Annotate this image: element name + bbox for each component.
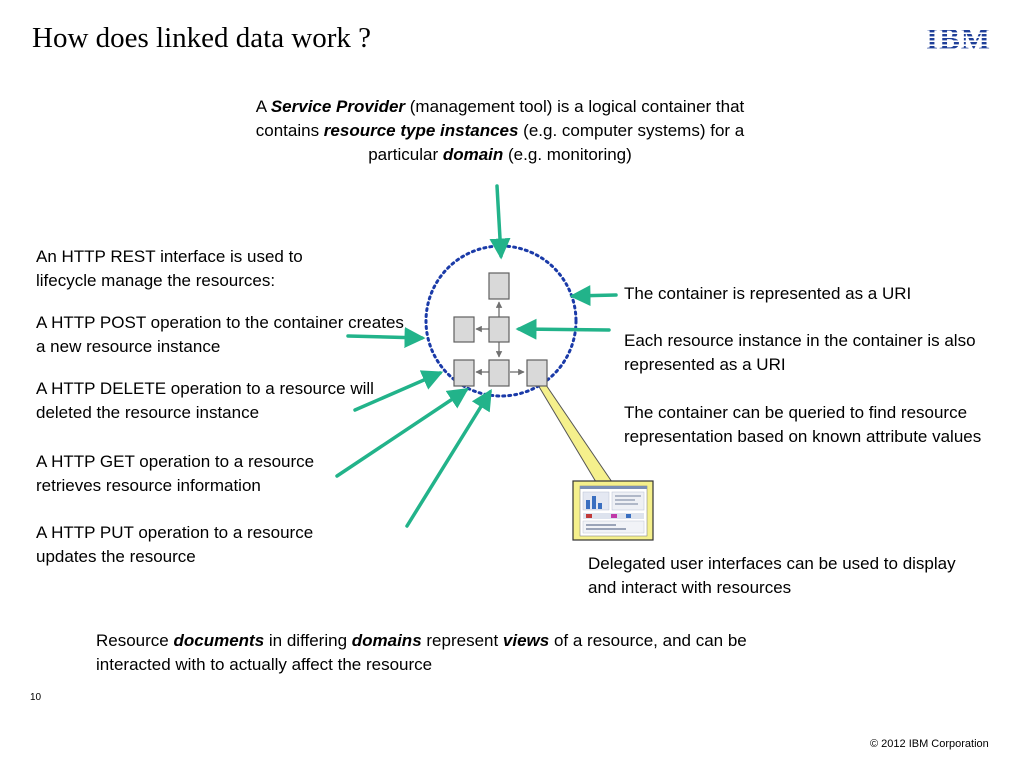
bn-part4: of a resource, and can be interacted wit… [96,631,747,674]
post-arrow [346,327,426,349]
sp-em3: domain [442,145,504,164]
node-connectors [475,301,525,376]
sp-em2: resource type instances [323,121,519,140]
bn-em3: views [502,631,550,650]
bn-part3: represent [421,631,503,650]
delete-arrow [353,370,444,412]
get-arrow [335,388,469,478]
green-arrows [335,184,618,528]
query-note: The container can be queried to find res… [624,403,982,446]
page-number: 10 [30,692,42,703]
instance-uri-note: Each resource instance in the container … [624,331,976,374]
sp-em1: Service Provider [270,97,406,116]
resource-node [526,359,548,387]
resource-node [453,316,475,343]
bn-em2: domains [351,631,422,650]
sp-part1: A [255,97,271,116]
container-uri-note: The container is represented as a URI [624,284,912,303]
sp-part2: (management tool) is a logical container… [255,97,745,140]
sp-part3: (e.g. computer systems) for a particular [368,121,745,164]
resource-documents-note: Resource documents in differing domains … [96,629,776,677]
container-uri-arrow [569,285,618,307]
resource-node [488,359,510,387]
ibm-logo: IBM [926,22,991,54]
post-note: A HTTP POST operation to the container c… [36,313,404,356]
delegated-ui-note: Delegated user interfaces can be used to… [588,554,956,597]
put-arrow [405,389,492,528]
delegated-ui-thumbnail [572,480,654,541]
callout-wedge [537,384,613,483]
service-provider-arrow [489,184,511,260]
slide-title: How does linked data work ? [32,22,372,54]
sp-part4: (e.g. monitoring) [503,145,632,164]
delete-note: A HTTP DELETE operation to a resource wi… [36,379,374,422]
resource-nodes [453,272,548,387]
resource-node [488,316,510,343]
instance-uri-arrow [515,318,611,340]
service-provider-description: A Service Provider (management tool) is … [255,95,745,167]
put-note: A HTTP PUT operation to a resource updat… [36,523,314,566]
svg-text:IBM: IBM [926,22,991,54]
resource-node [488,272,510,300]
bn-part1: Resource [96,631,174,650]
get-note: A HTTP GET operation to a resource retri… [36,452,315,495]
bn-em1: documents [173,631,265,650]
copyright-notice: © 2012 IBM Corporation [870,738,989,750]
resource-node [453,359,475,387]
rest-intro-note: An HTTP REST interface is used to lifecy… [36,247,303,290]
bn-part2: in differing [264,631,352,650]
